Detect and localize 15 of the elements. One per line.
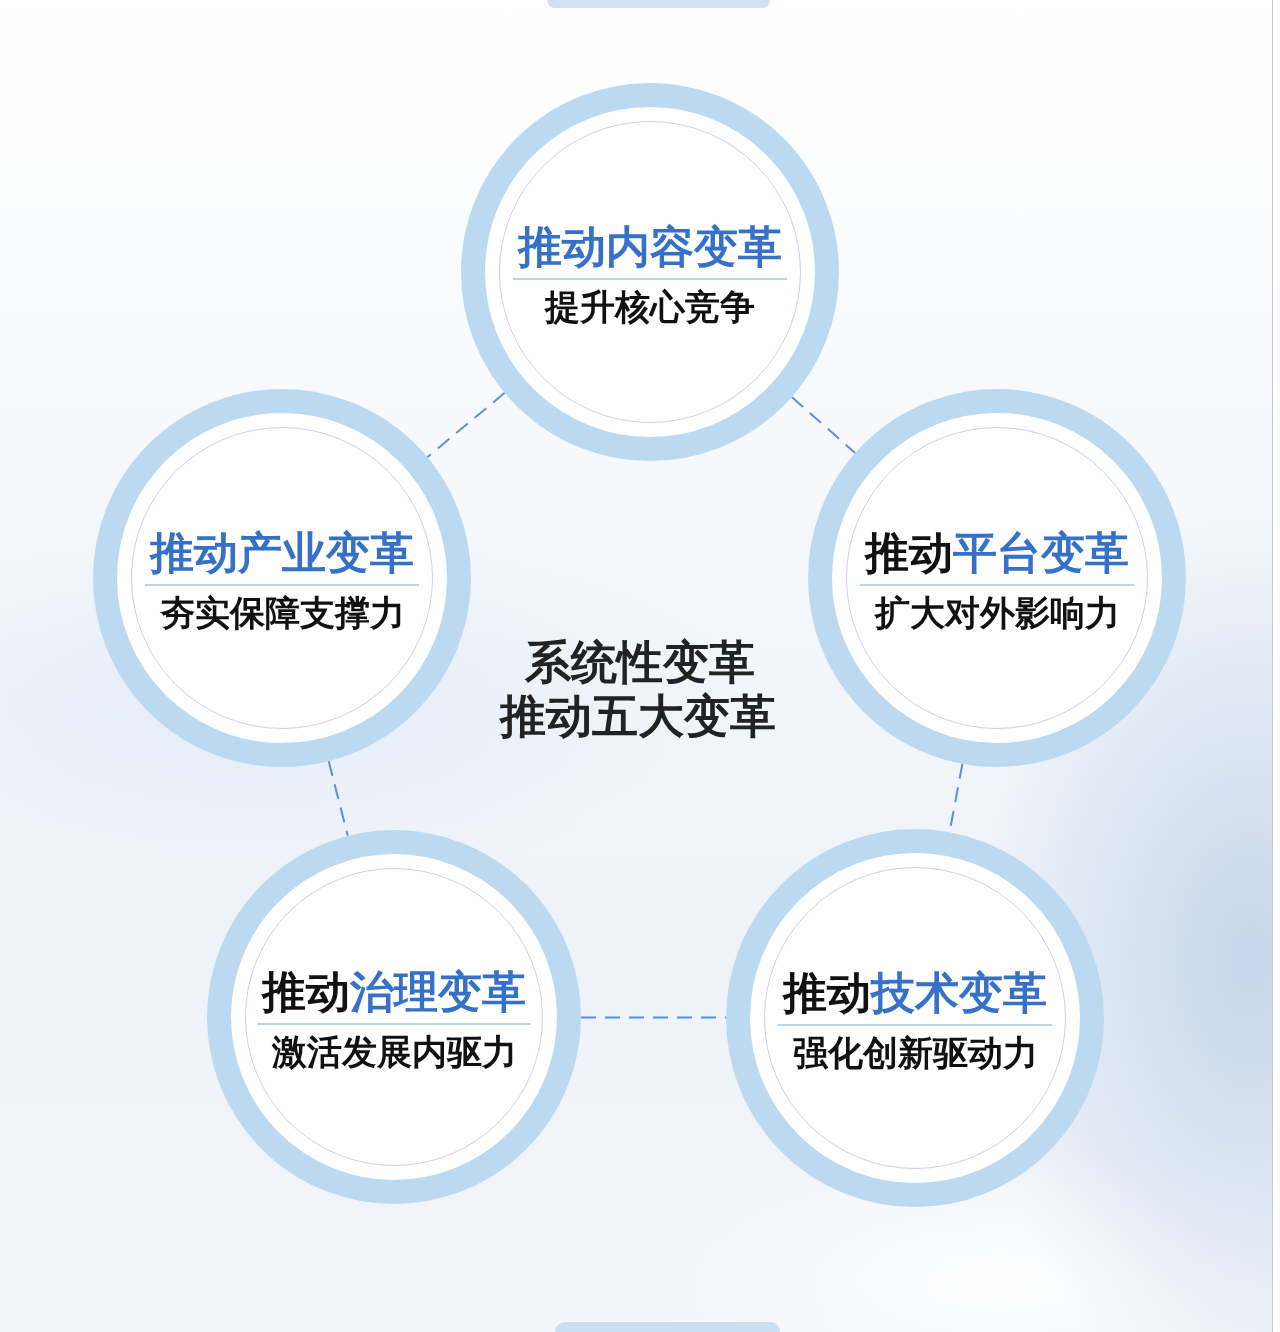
node-title: 推动内容变革 bbox=[518, 223, 782, 271]
node-title: 推动技术变革 bbox=[783, 969, 1047, 1017]
node-subtitle: 扩大对外影响力 bbox=[874, 593, 1120, 633]
node-title: 推动产业变革 bbox=[150, 529, 414, 577]
node-subtitle: 激活发展内驱力 bbox=[271, 1032, 517, 1072]
node-title: 推动治理变革 bbox=[262, 968, 526, 1016]
node-subtitle: 夯实保障支撑力 bbox=[159, 593, 405, 633]
node-subtitle: 提升核心竞争 bbox=[545, 287, 755, 327]
center-heading: 推动五大变革 bbox=[500, 689, 776, 743]
node-subtitle: 强化创新驱动力 bbox=[792, 1033, 1038, 1073]
connector-line bbox=[327, 760, 349, 837]
connector-line bbox=[790, 396, 857, 454]
center-heading: 系统性变革 bbox=[525, 635, 755, 689]
connector-line bbox=[426, 391, 506, 459]
node-title: 推动平台变革 bbox=[865, 529, 1129, 577]
